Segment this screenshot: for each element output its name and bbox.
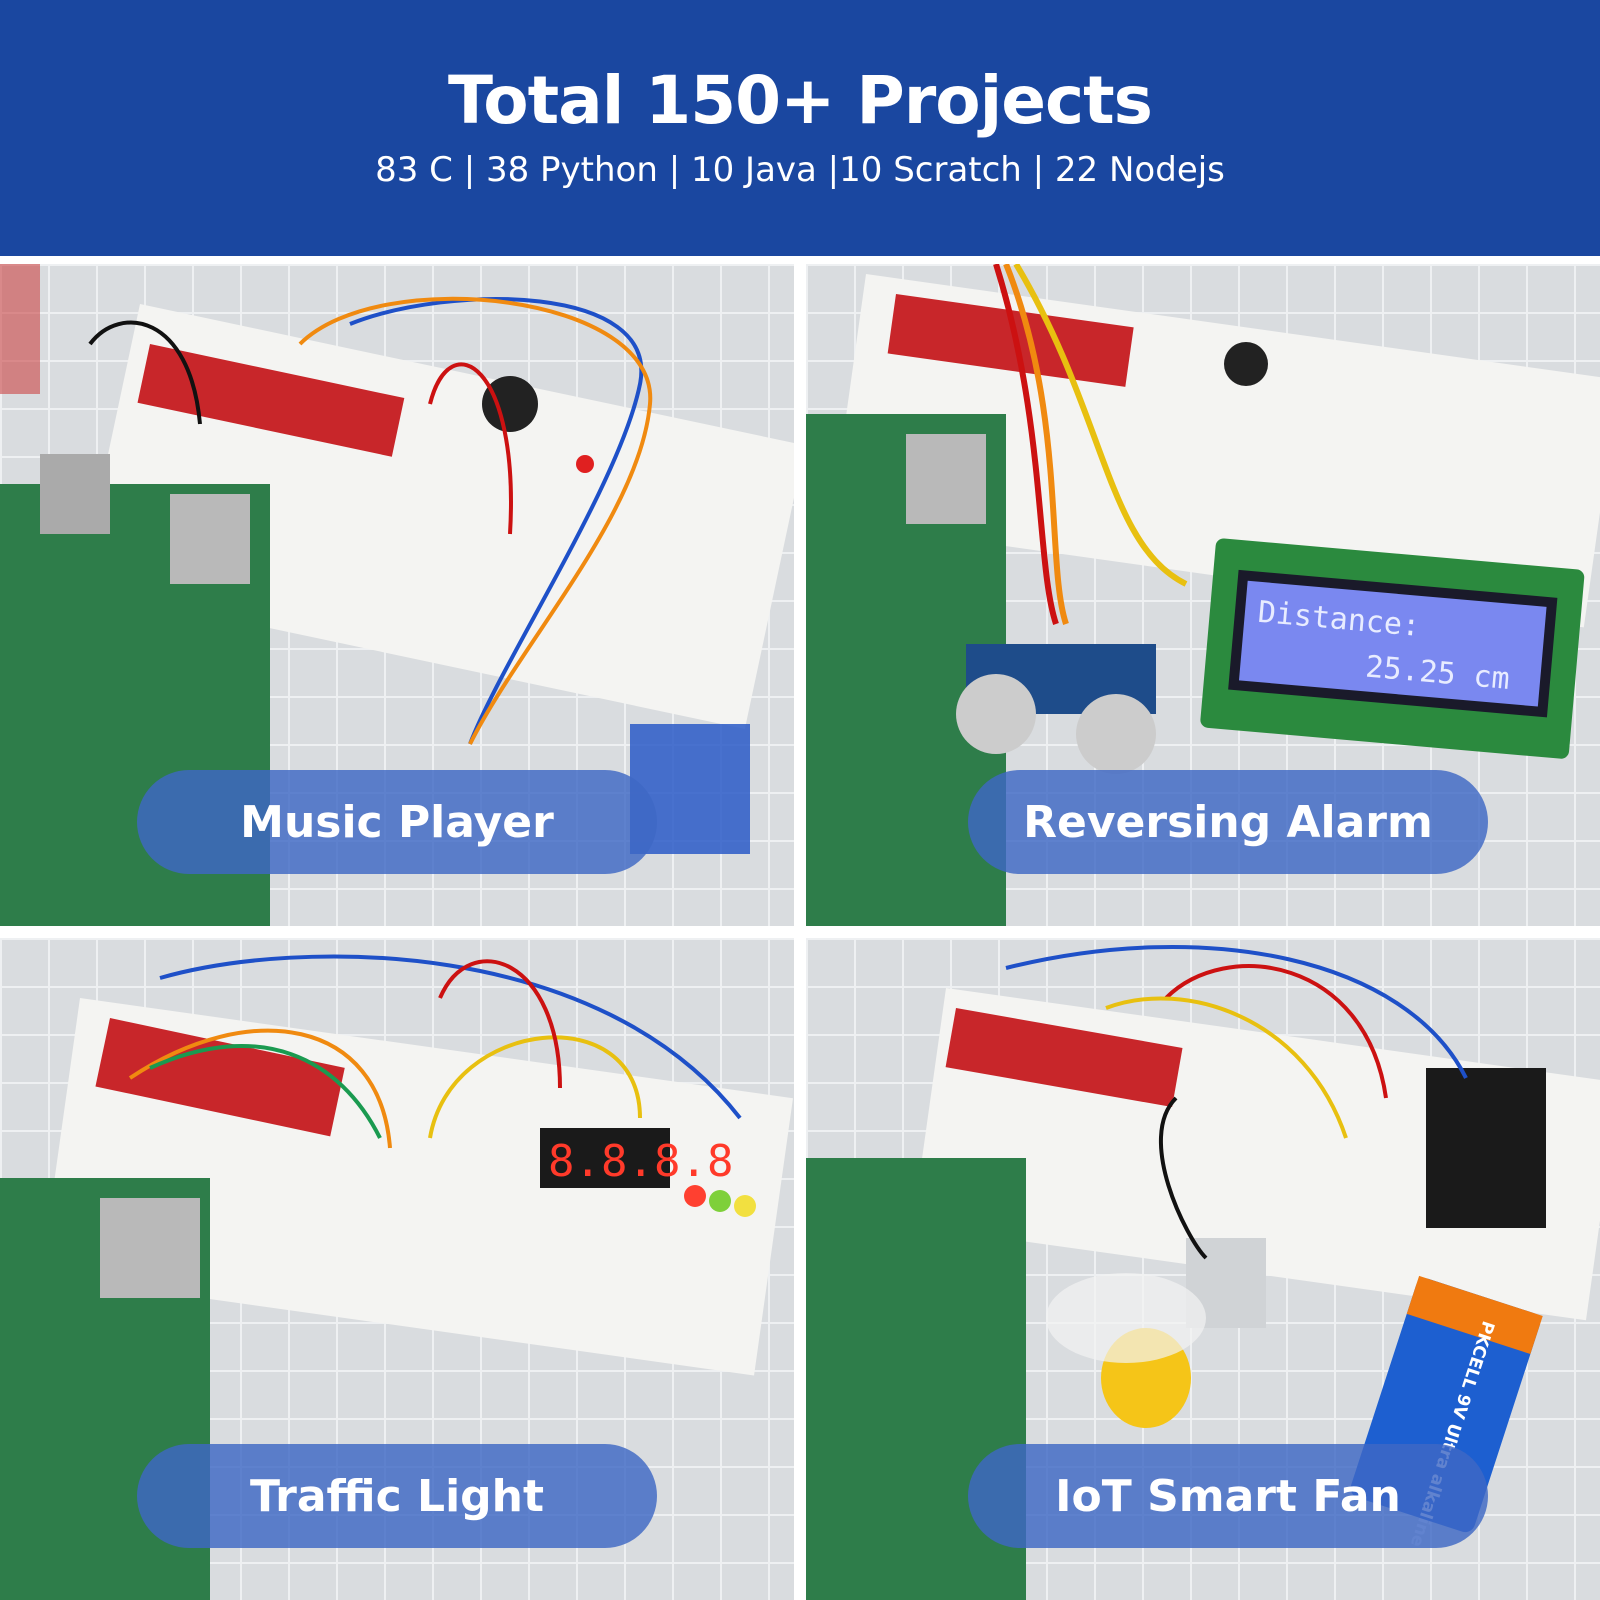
red-wire xyxy=(428,362,513,535)
yellow-wire xyxy=(428,1035,642,1139)
red-led xyxy=(684,1185,706,1207)
yellow-wire xyxy=(1105,996,1348,1139)
gpio-extension-board xyxy=(137,344,405,457)
ethernet-port xyxy=(100,1198,200,1298)
seven-segment-display xyxy=(540,1128,670,1188)
red-wire xyxy=(1164,964,1388,1099)
black-wire xyxy=(88,320,202,425)
blue-wire xyxy=(159,954,742,1120)
smart-fan-circuit-illustration: PKCELL 9V Ultra alkaline xyxy=(806,944,1600,1600)
black-wire xyxy=(1158,1096,1208,1260)
power-supply-module xyxy=(1426,1068,1546,1228)
gpio-extension-board xyxy=(95,1018,345,1137)
orange-wire xyxy=(128,1028,392,1149)
green-led xyxy=(709,1190,731,1212)
red-led xyxy=(576,455,594,473)
yellow-led xyxy=(734,1195,756,1217)
project-label-music-player: Music Player xyxy=(137,770,657,874)
usb-port xyxy=(40,454,110,534)
ultrasonic-receiver xyxy=(1076,694,1156,774)
project-photo-traffic-light: 8.8.8.8 Traffic Light xyxy=(0,938,794,1600)
project-photo-music-player: Music Player xyxy=(0,264,794,926)
ribbon-cable xyxy=(0,264,40,394)
red-wire xyxy=(993,264,1059,625)
fan-blade xyxy=(1046,1273,1206,1363)
ethernet-port xyxy=(170,494,250,584)
red-wire xyxy=(438,959,562,1089)
project-photo-iot-smart-fan: PKCELL 9V Ultra alkaline IoT Smart Fan xyxy=(806,938,1600,1600)
yellow-wire xyxy=(1013,264,1188,587)
banner-header: Total 150+ Projects 83 C | 38 Python | 1… xyxy=(0,0,1600,256)
project-label-traffic-light: Traffic Light xyxy=(137,1444,657,1548)
lcd-module: Distance: 25.25 cm xyxy=(1200,538,1585,759)
gpio-extension-board xyxy=(887,294,1134,387)
buzzer xyxy=(482,376,538,432)
orange-wire xyxy=(298,296,653,745)
gpio-extension-board xyxy=(945,1007,1183,1108)
buzzer xyxy=(1224,342,1268,386)
language-breakdown: 83 C | 38 Python | 10 Java |10 Scratch |… xyxy=(375,150,1225,190)
project-photo-reversing-alarm: Distance: 25.25 cm Reversing Alarm xyxy=(806,264,1600,926)
display-digits: 8.8.8.8 xyxy=(548,1136,733,1187)
ethernet-port xyxy=(906,434,986,524)
page-title: Total 150+ Projects xyxy=(448,62,1153,139)
orange-wire xyxy=(1003,264,1069,625)
ultrasonic-transmitter xyxy=(956,674,1036,754)
green-wire xyxy=(149,1044,382,1139)
blue-wire xyxy=(1005,944,1468,1079)
project-label-reversing-alarm: Reversing Alarm xyxy=(968,770,1488,874)
project-label-iot-smart-fan: IoT Smart Fan xyxy=(968,1444,1488,1548)
